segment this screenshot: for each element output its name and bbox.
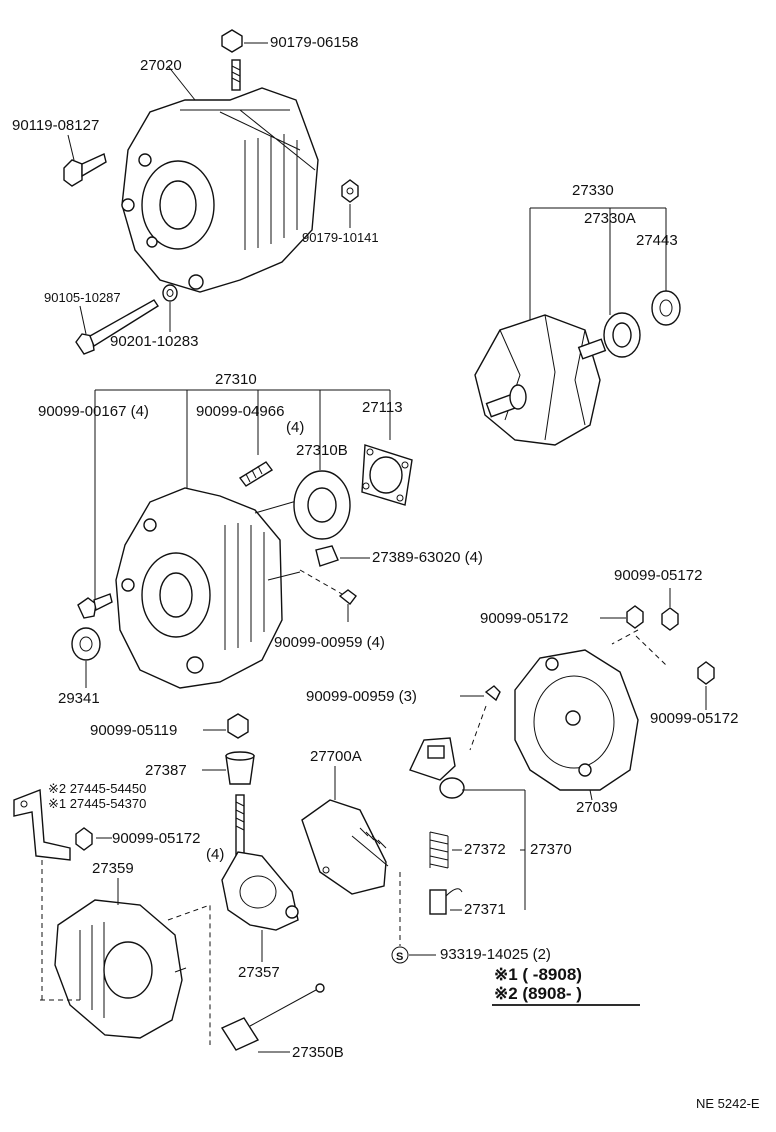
bolt-90099-00167 [77, 593, 113, 619]
figure-number: NE 5242-E [696, 1096, 760, 1111]
plate-27113 [361, 444, 413, 506]
stud-90099-04966 [238, 461, 274, 487]
washer-90201-10283 [162, 284, 178, 332]
label-90099-04966: 90099-04966 [196, 403, 285, 420]
regulator-27700A [301, 766, 401, 946]
drive-end-frame-27020 [121, 87, 319, 293]
label-27389-63020: 27389-63020 (4) [372, 549, 483, 566]
insulator-27389-63020 [315, 545, 370, 567]
label-90099-05119: 90099-05119 [90, 722, 178, 739]
label-27700A: 27700A [310, 748, 362, 765]
label-27039: 27039 [576, 799, 618, 816]
label-27443: 27443 [636, 232, 678, 249]
label-90099-05172-a: 90099-05172 [614, 567, 703, 584]
through-bolt-90105-10287 [75, 299, 159, 355]
label-27330: 27330 [572, 182, 614, 199]
brush-27371 [429, 888, 463, 915]
spring-27372 [429, 831, 462, 869]
rectifier-27357 [221, 851, 299, 962]
label-27350B: 27350B [292, 1044, 344, 1061]
rear-end-cover-27359 [40, 878, 211, 1045]
seal-29341 [71, 627, 101, 688]
label-90099-05172-d: 90099-05172 [112, 830, 201, 847]
capacitor-27350B [220, 983, 325, 1053]
label-qty-4-a: (4) [286, 419, 305, 436]
stud-bolt [235, 794, 245, 856]
rear-cover-27039 [514, 649, 639, 801]
label-27310B: 27310B [296, 442, 348, 459]
nut-90099-05172-a [661, 588, 679, 631]
label-27020: 27020 [140, 57, 182, 74]
label-90099-00167: 90099-00167 (4) [38, 403, 149, 420]
screw-90099-00959-3 [460, 685, 501, 751]
label-90099-00959-3: 90099-00959 (3) [306, 688, 417, 705]
label-27370: 27370 [530, 841, 572, 858]
screw-90099-00959-4 [299, 569, 357, 622]
nut-90099-05172-b [600, 605, 667, 666]
label-27310: 27310 [215, 371, 257, 388]
terminal-nut-90099-05119 [203, 713, 249, 739]
s-symbol: S [396, 951, 404, 963]
label-90099-00959-4: 90099-00959 (4) [274, 634, 385, 651]
bolt-90119-08127 [63, 134, 107, 187]
label-27445-54370: ※1 27445-54370 [48, 796, 147, 811]
label-93319-14025: 93319-14025 (2) [440, 946, 551, 963]
label-90201-10283: 90201-10283 [110, 333, 199, 350]
note-2: ※2 (8908- ) [494, 984, 582, 1003]
label-27113: 27113 [362, 399, 403, 416]
label-27359: 27359 [92, 860, 134, 877]
label-27445-54450: ※2 27445-54450 [48, 781, 147, 796]
label-90105-10287: 90105-10287 [44, 290, 121, 305]
bearing-27330A [603, 312, 641, 358]
bearing-27310B [293, 470, 351, 540]
label-90119-08127: 90119-08127 [12, 117, 100, 134]
cover-27443 [651, 290, 681, 326]
label-27330A: 27330A [584, 210, 636, 227]
label-29341: 29341 [58, 690, 100, 707]
nut-90099-05172-c [697, 661, 715, 710]
brush-holder-27370 [409, 737, 526, 910]
note-1: ※1 ( -8908) [494, 965, 582, 984]
nut-90179-10141 [341, 179, 359, 228]
bracket-27445 [13, 789, 71, 1000]
terminal-nut-90179-06158 [221, 29, 268, 91]
label-qty-4-b: (4) [206, 846, 225, 863]
s-symbol-circle [391, 946, 409, 964]
label-90099-05172-c: 90099-05172 [650, 710, 739, 727]
label-27372: 27372 [464, 841, 506, 858]
label-90099-05172-b: 90099-05172 [480, 610, 569, 627]
label-27371: 27371 [464, 901, 506, 918]
label-90179-06158: 90179-06158 [270, 34, 359, 51]
insulator-27387 [202, 751, 255, 785]
rotor-27330 [474, 207, 667, 446]
rectifier-end-frame-27310 [115, 487, 301, 689]
label-27357: 27357 [238, 964, 280, 981]
label-27387: 27387 [145, 762, 187, 779]
label-90179-10141: 90179-10141 [302, 230, 379, 245]
nut-90099-05172-d [75, 827, 112, 851]
